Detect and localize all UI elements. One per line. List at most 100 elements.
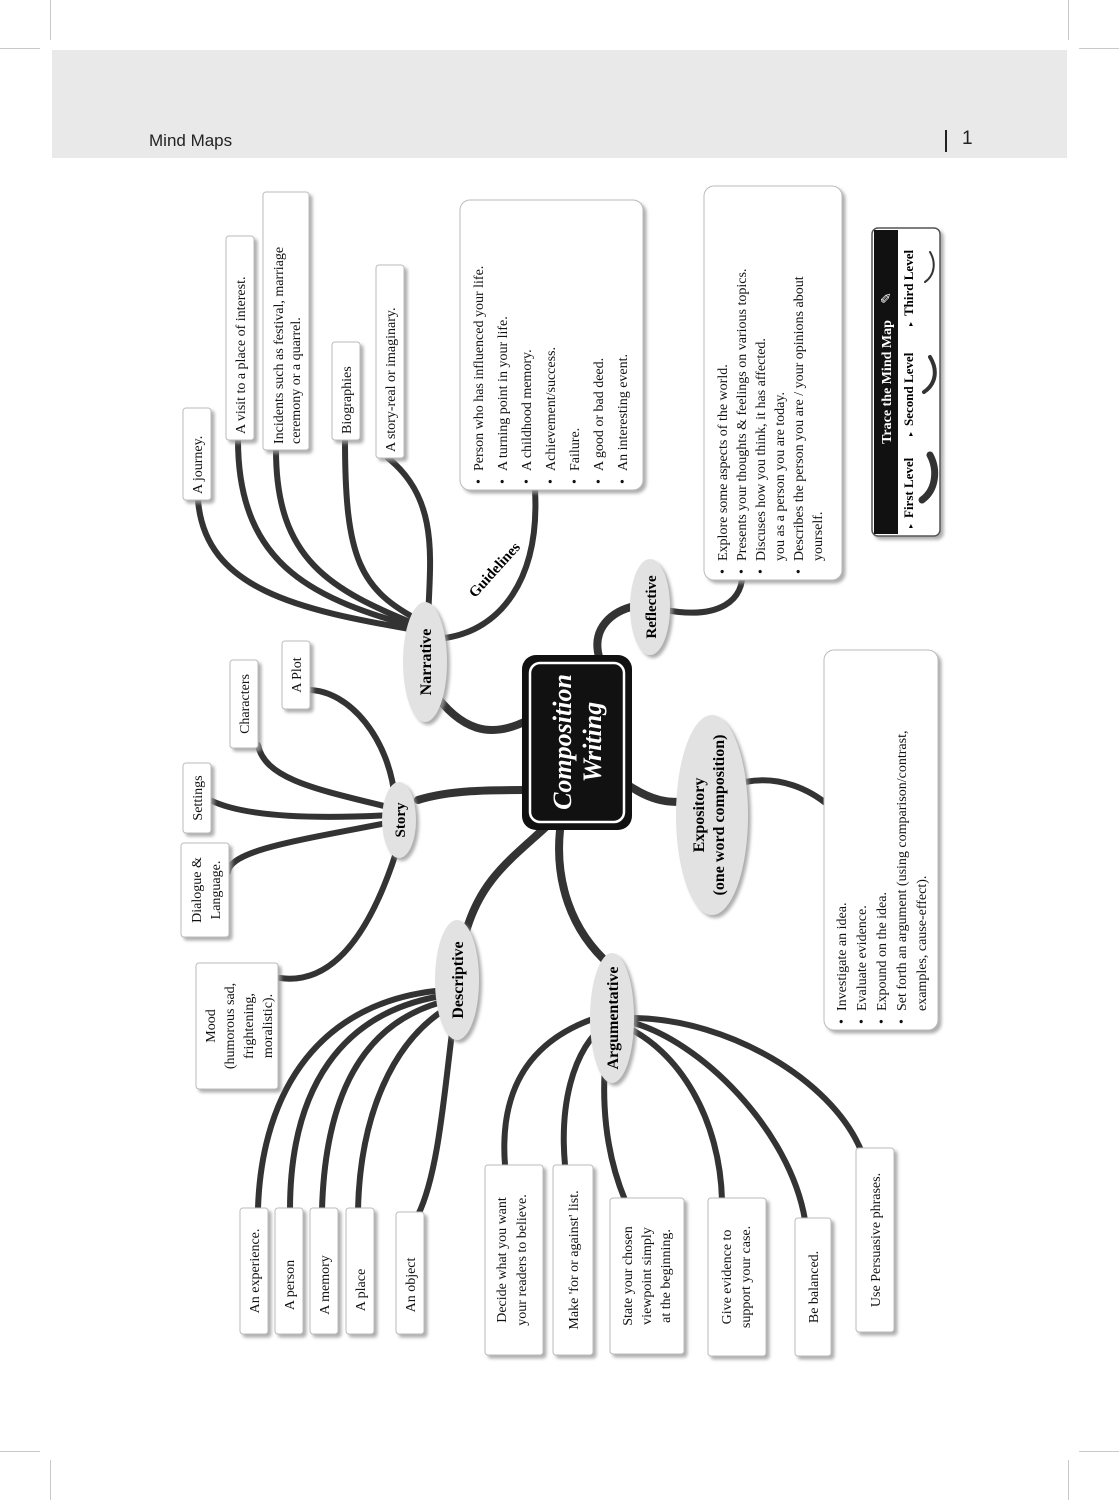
guideline-item: Person who has influenced your life. [472,266,487,471]
connector-descriptive-experience [255,987,448,1211]
text-give-2: support your case. [739,1226,754,1328]
branch-descriptive: Descriptive [435,920,479,1040]
text-story-real: A story-real or imaginary. [384,308,399,453]
box-settings [182,762,212,834]
text-settings: Settings [191,775,206,820]
box-object [395,1211,425,1335]
text-place: A place [354,1269,369,1311]
crop-mark-bottom-left [50,1460,51,1500]
connector-center-descriptive [461,821,552,939]
bullet: • [520,479,535,484]
bullet: • [616,479,631,484]
text-expository-4b: examples, cause-effect). [915,876,930,1011]
guideline-item: A childhood memory. [520,349,535,471]
legend-third-level: Third Level [901,250,916,316]
box-reflective [703,185,843,581]
text-reflective-4b: yourself. [811,512,826,561]
legend-second-level: Second Level [901,352,916,426]
legend: Trace the Mind Map ✎ ▸ First Level ▸ Sec… [871,227,941,537]
text-dialogue-2: Language. [209,861,224,920]
text-reflective-3b: you as a person you are today. [773,392,788,561]
guideline-item: A turning point in your life. [496,316,511,471]
connector-story-settings [207,797,395,820]
connector-narrative-incidents [273,447,423,629]
legend-first-level: First Level [901,457,916,518]
box-balanced [794,1217,832,1357]
legend-first-level-line [918,451,939,504]
branch-reflective: Reflective [630,559,670,655]
bullet: • [592,479,607,484]
crop-mark-bottom-right [1068,1460,1069,1500]
connector-descriptive-memory [319,997,453,1213]
box-persuasive [855,1147,895,1333]
text-experience: An experience. [248,1229,263,1314]
connector-argumentative-persuasive [632,1015,863,1151]
center-node: Composition Writing [522,655,632,830]
section-title: Mind Maps [149,131,233,150]
box-place [345,1207,375,1335]
text-dialogue-1: Dialogue & [190,857,205,923]
text-balanced: Be balanced. [807,1251,822,1323]
leaf-boxes [180,185,939,1357]
legend-marker: ▸ [906,432,915,436]
branch-reflective-label: Reflective [644,575,660,639]
box-guidelines [459,199,644,491]
connector-argumentative-decide [501,1012,608,1168]
text-make-list: Make 'for or against' list. [567,1190,582,1329]
guideline-item: An interesting event. [616,354,631,471]
branch-narrative: Narrative [403,602,447,722]
connector-narrative-journey [195,497,418,633]
box-visit [225,235,255,441]
box-person [274,1207,304,1335]
connector-descriptive-place [355,1002,455,1213]
text-expository-2: Evaluate evidence. [855,905,870,1011]
legend-title: Trace the Mind Map [880,320,895,444]
crop-mark-bottom-left [0,1451,40,1452]
bullet: • [855,1019,870,1024]
branch-expository: Expository (one word composition) [676,715,748,915]
connector-story-characters [255,742,395,811]
connector-story-mood [277,837,403,982]
pencil-icon: ✎ [880,292,895,304]
text-state-2: viewpoint simply [640,1227,655,1325]
box-memory [309,1207,339,1335]
branch-narrative-label: Narrative [418,629,435,696]
text-persuasive: Use Persuasive phrases. [869,1173,884,1307]
branch-story-label: Story [393,802,409,837]
guideline-item: A good or bad deed. [592,358,607,471]
connector-descriptive-person [287,992,451,1213]
text-incidents-2: ceremony or a quarrel. [289,317,304,444]
text-person: A person [283,1260,298,1310]
text-memory: A memory [318,1255,333,1315]
legend-marker: ▸ [906,322,915,326]
connector-narrative-guidelines [442,487,539,641]
box-expository [823,649,939,1031]
text-decide-2: your readers to believe. [515,1194,530,1325]
crop-mark-top-right [1079,48,1119,49]
legend-third-level-line [924,251,935,283]
text-give-1: Give evidence to [720,1230,735,1325]
branch-descriptive-label: Descriptive [450,941,467,1018]
connector-center-narrative [428,686,532,734]
connector-descriptive-object [415,1007,458,1218]
text-mood-2: (humorous sad, [223,983,238,1069]
crop-mark-top-left [0,48,40,49]
legend-second-level-line [922,355,937,394]
text-journey: A journey. [191,436,206,494]
branch-expository-sublabel: (one word composition) [711,735,728,896]
bullet: • [754,569,769,574]
connector-argumentative-give [619,1022,725,1203]
crop-mark-top-left [50,0,51,40]
text-state-3: at the beginning. [659,1229,674,1323]
bullet: • [735,569,750,574]
box-biographies [331,341,361,441]
connector-story-dialogue [225,819,395,875]
branch-argumentative: Argumentative [590,953,634,1083]
branch-story: Story [382,782,416,858]
text-characters: Characters [238,674,253,734]
center-title-line2: Writing [578,702,607,782]
connector-center-story [414,786,529,804]
bullet: • [875,1019,890,1024]
bullet: • [472,479,487,484]
